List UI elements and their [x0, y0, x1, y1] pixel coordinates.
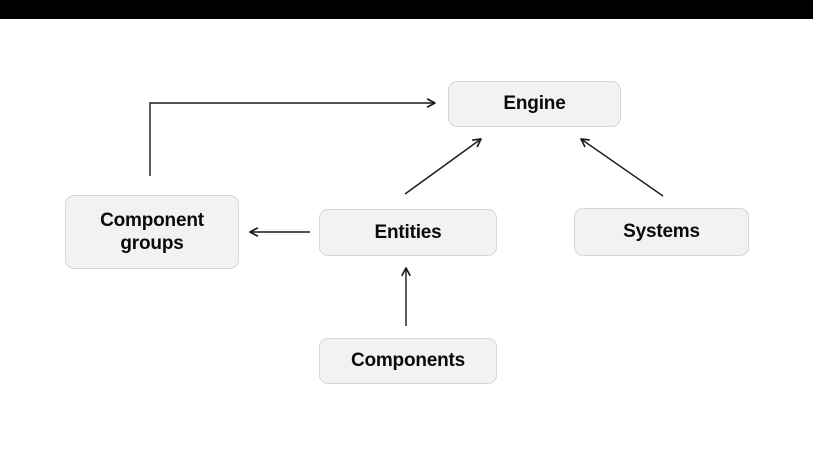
- node-components: Components: [319, 338, 497, 384]
- node-engine: Engine: [448, 81, 621, 127]
- top-letterbox-bar: [0, 0, 813, 19]
- node-components-label: Components: [350, 350, 466, 372]
- node-systems: Systems: [574, 208, 749, 256]
- arrow-entities-to-engine: [404, 138, 482, 195]
- node-entities-label: Entities: [374, 221, 442, 243]
- node-systems-label: Systems: [623, 221, 700, 243]
- node-engine-label: Engine: [503, 93, 566, 115]
- arrow-component-groups-to-engine: [149, 98, 436, 176]
- node-component-groups: Component groups: [65, 195, 239, 269]
- arrow-systems-to-engine: [580, 138, 664, 197]
- node-entities: Entities: [319, 209, 497, 256]
- node-component-groups-label: Component groups: [100, 209, 204, 254]
